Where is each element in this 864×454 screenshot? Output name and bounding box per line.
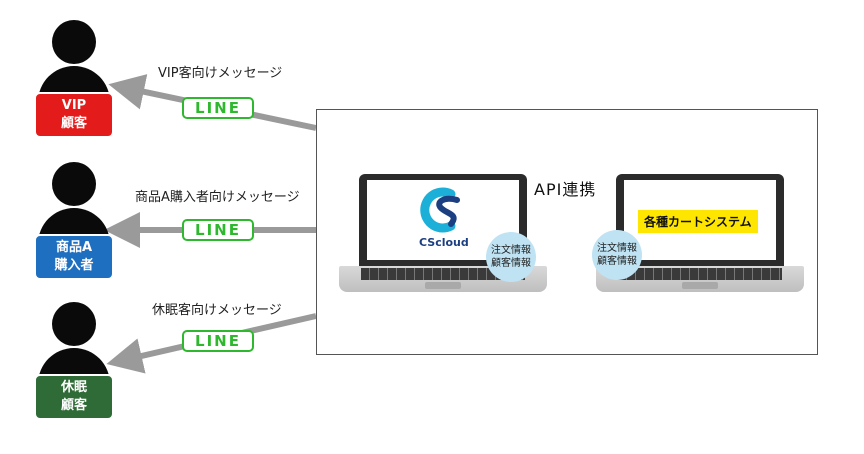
recipient-badge: 休眠 顧客 bbox=[34, 374, 114, 420]
person-head-icon bbox=[52, 162, 96, 206]
message-label-vip: VIP客向けメッセージ bbox=[158, 66, 283, 81]
person-head-icon bbox=[52, 302, 96, 346]
recipient-label-line2: 顧客 bbox=[60, 116, 87, 131]
laptop-screen: 各種カートシステム bbox=[616, 174, 784, 266]
laptop-touchpad bbox=[425, 282, 461, 289]
recipient-label-line1: 商品A bbox=[55, 240, 93, 255]
api-label: API連携 bbox=[534, 180, 597, 199]
recipient-dormant: 休眠 顧客 bbox=[34, 302, 114, 420]
cscloud-logo-text: CScloud bbox=[419, 236, 469, 249]
person-head-icon bbox=[52, 20, 96, 64]
recipient-badge: 商品A 購入者 bbox=[34, 234, 114, 280]
line-tag-dormant: LINE bbox=[182, 330, 254, 352]
recipient-badge: VIP 顧客 bbox=[34, 92, 114, 138]
recipient-label-line2: 購入者 bbox=[54, 258, 94, 273]
laptop-display: 各種カートシステム bbox=[624, 180, 776, 260]
recipient-label-line1: 休眠 bbox=[60, 380, 87, 395]
message-label-product-a: 商品A購入者向けメッセージ bbox=[135, 190, 300, 205]
cscloud-logo-icon bbox=[420, 187, 460, 233]
recipient-product-a: 商品A 購入者 bbox=[34, 162, 114, 280]
line-tag-product-a: LINE bbox=[182, 219, 254, 241]
info-circle-cscloud: 注文情報 顧客情報 bbox=[486, 232, 536, 282]
info-circle-cart: 注文情報 顧客情報 bbox=[592, 230, 642, 280]
info-line1: 注文情報 bbox=[491, 245, 531, 256]
laptop-keyboard bbox=[361, 268, 525, 280]
info-line2: 顧客情報 bbox=[491, 258, 531, 269]
message-label-dormant: 休眠客向けメッセージ bbox=[152, 303, 282, 318]
cart-system-label: 各種カートシステム bbox=[638, 210, 758, 233]
laptop-cart-system: 各種カートシステム bbox=[596, 174, 804, 292]
laptop-keyboard bbox=[618, 268, 782, 280]
recipient-label-line1: VIP bbox=[61, 98, 87, 113]
line-tag-vip: LINE bbox=[182, 97, 254, 119]
laptop-touchpad bbox=[682, 282, 718, 289]
info-line2: 顧客情報 bbox=[597, 256, 637, 267]
recipient-vip: VIP 顧客 bbox=[34, 20, 114, 138]
info-line1: 注文情報 bbox=[597, 243, 637, 254]
recipient-label-line2: 顧客 bbox=[60, 398, 87, 413]
